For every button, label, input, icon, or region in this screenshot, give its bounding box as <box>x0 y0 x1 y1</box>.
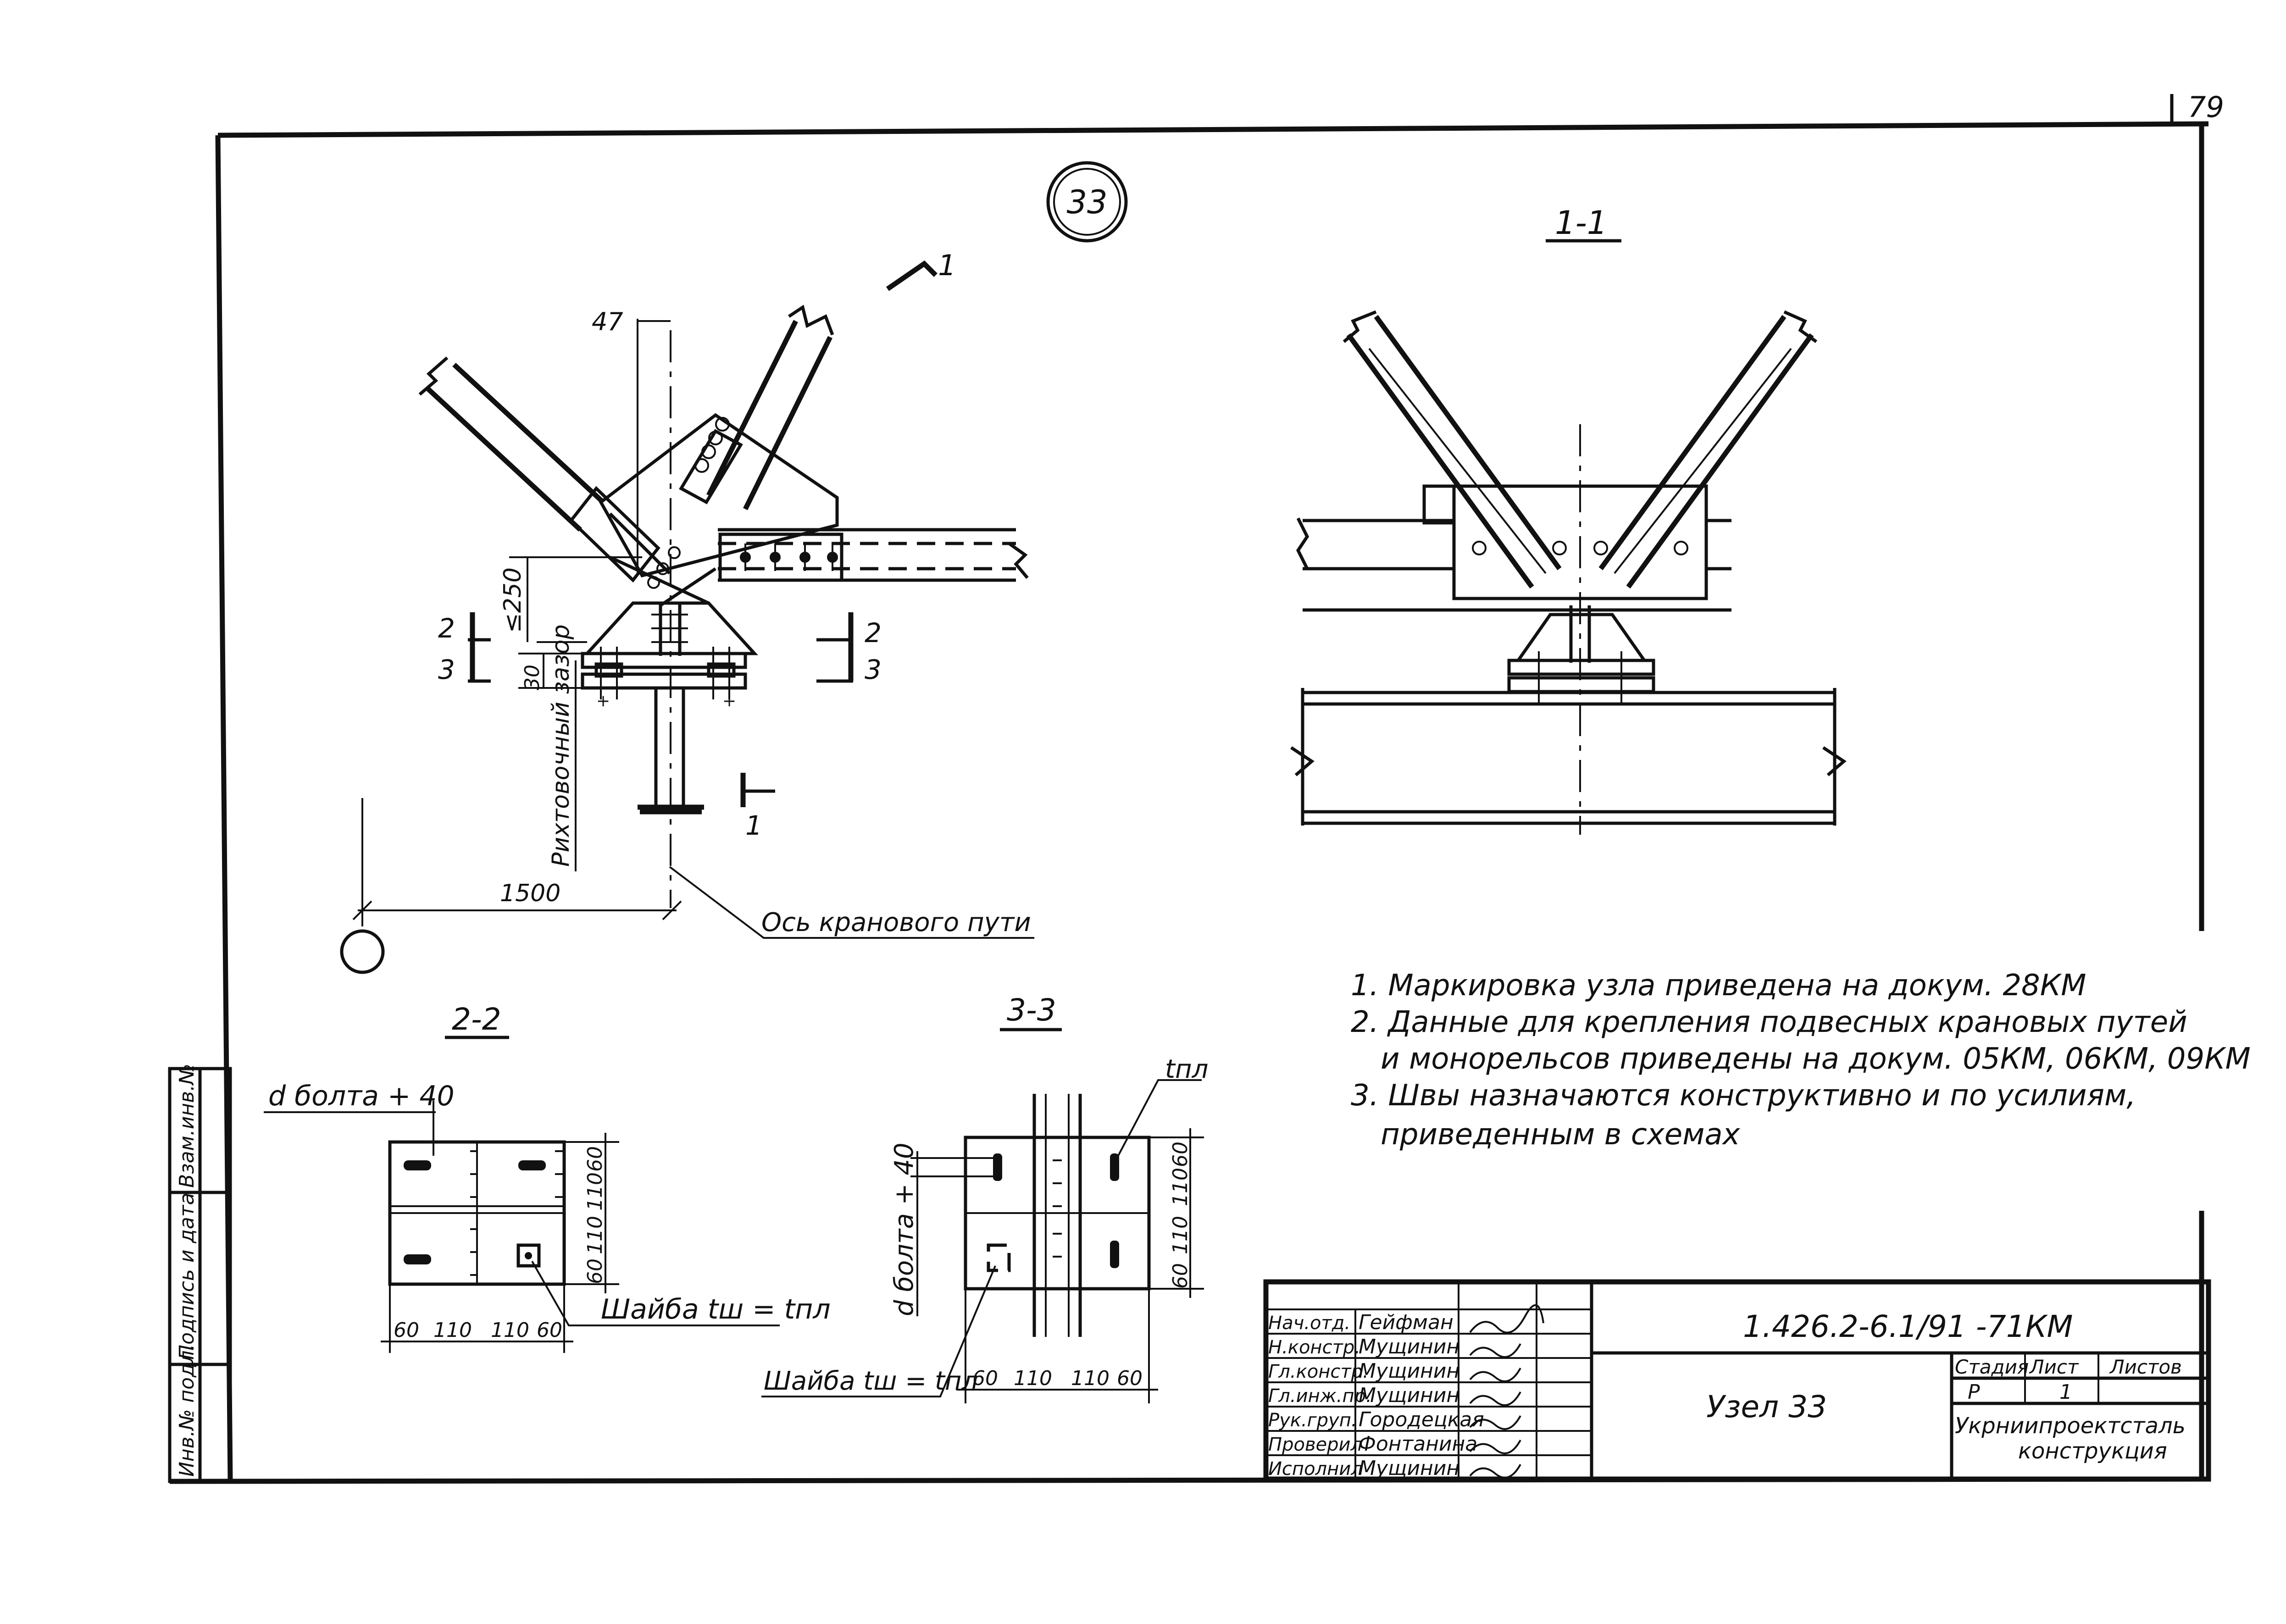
s22-dim-b0: 60 <box>394 1319 419 1342</box>
staff-name-2: Мущинин <box>1359 1359 1459 1383</box>
node-33-view: 33 1 <box>340 161 1128 974</box>
note-2a: 2. Данные для крепления подвесных кранов… <box>1351 1005 2187 1039</box>
section-2-2-title: 2-2 <box>452 1002 501 1037</box>
title-block: Нач.отд. Гейфман Н.констр. Мущинин Гл.ко… <box>1263 1279 2211 1482</box>
section-2-2-d-label: d болта + 40 <box>268 1080 455 1112</box>
staff-role-4: Рук.груп. <box>1268 1410 1357 1431</box>
section-1-1-title: 1-1 <box>1555 204 1607 242</box>
notes: 1. Маркировка узла приведена на докум. 2… <box>1351 969 2251 1152</box>
s33-dim-b2: 110 <box>1071 1367 1110 1390</box>
section-3-left: 3 <box>438 654 455 685</box>
section-marks-left: 2 3 <box>438 612 491 685</box>
dim-30: 30 <box>521 665 544 690</box>
org-line1: Укрниипроектсталь <box>1955 1413 2186 1439</box>
col-sheet: Лист <box>2029 1356 2079 1378</box>
staff-name-3: Мущинин <box>1359 1384 1459 1407</box>
section-marks-right: 2 3 <box>816 612 882 685</box>
dim-47: 47 <box>592 307 623 336</box>
s33-dim-r3: 60 <box>1169 1263 1192 1289</box>
left-stamp: Инв.№ подл. Подпись и дата Взам.инв.№ <box>168 1064 232 1483</box>
page-number-text: 79 <box>2188 90 2224 124</box>
staff-name-0: Гейфман <box>1359 1311 1454 1334</box>
svg-text:+: + <box>722 692 736 710</box>
s22-dim-r3: 60 <box>583 1258 607 1284</box>
col-stage: Стадия <box>1955 1356 2029 1378</box>
sheet-value: 1 <box>2059 1380 2072 1404</box>
s22-dim-b1: 110 <box>433 1319 472 1342</box>
s33-dim-r1: 110 <box>1169 1168 1192 1206</box>
s33-dim-b1: 110 <box>1014 1367 1052 1390</box>
s33-d-label: d болта + 40 <box>889 1142 919 1316</box>
crane-axis-label: Ось кранового пути <box>761 908 1031 937</box>
s22-dim-r0: 60 <box>583 1146 607 1172</box>
staff-name-6: Мущинин <box>1359 1457 1459 1480</box>
s33-dim-r2: 110 <box>1169 1216 1192 1254</box>
staff-role-6: Исполнил <box>1268 1458 1363 1480</box>
org-line2: конструкция <box>2018 1438 2167 1464</box>
s22-dim-b3: 60 <box>537 1319 562 1342</box>
section-1-1: 1-1 <box>1290 204 1847 835</box>
s33-dim-b3: 60 <box>1117 1367 1143 1390</box>
stamp-replace-no: Взам.инв.№ <box>175 1064 199 1188</box>
col-sheets: Листов <box>2109 1356 2182 1378</box>
staff-role-1: Н.констр. <box>1268 1337 1360 1358</box>
s22-dim-r1: 110 <box>583 1172 607 1211</box>
page-number: 79 <box>2170 90 2224 124</box>
doc-code: 1.426.2-6.1/91 -71КМ <box>1743 1309 2073 1344</box>
drawing-title: Узел 33 <box>1706 1389 1827 1424</box>
staff-role-3: Гл.инж.пр. <box>1268 1386 1372 1407</box>
staff-name-4: Городецкая <box>1359 1408 1484 1431</box>
section-3-3-title: 3-3 <box>1007 992 1056 1028</box>
dim-le250: ≤250 <box>499 567 527 633</box>
svg-text:+: + <box>596 692 610 710</box>
staff-role-0: Нач.отд. <box>1268 1313 1350 1334</box>
stamp-inv-no: Инв.№ подл. <box>175 1344 199 1477</box>
node-number: 33 <box>1066 183 1107 221</box>
staff-role-5: Проверил <box>1268 1434 1362 1455</box>
s33-washer: Шайба tш = tпл <box>764 1366 978 1396</box>
section-3-right: 3 <box>865 654 882 685</box>
stamp-sign-date: Подпись и дата <box>175 1193 199 1360</box>
staff-role-2: Гл.констр. <box>1268 1361 1369 1382</box>
note-3b: приведенным в схемах <box>1381 1118 1741 1152</box>
section-2-left: 2 <box>438 613 455 644</box>
note-3a: 3. Швы назначаются конструктивно и по ус… <box>1351 1079 2136 1113</box>
staff-name-5: Фонтанина <box>1359 1432 1477 1456</box>
staff-name-1: Мущинин <box>1359 1335 1459 1358</box>
section-2-2: 2-2 d болта + 40 60 110 110 60 <box>264 1002 831 1353</box>
signatures <box>1469 1304 1544 1479</box>
s33-dim-b0: 60 <box>972 1367 998 1390</box>
section-2-right: 2 <box>865 617 882 648</box>
s22-washer: Шайба tш = tпл <box>601 1293 831 1325</box>
rect-gap-label: Рихтовочный зазор <box>547 624 575 867</box>
note-1: 1. Маркировка узла приведена на докум. 2… <box>1351 969 2086 1003</box>
dim-1500: 1500 <box>500 880 560 907</box>
section-mark-top: 1 <box>938 249 956 282</box>
beam-bolts <box>740 543 838 571</box>
note-2b: и монорельсов приведены на докум. 05КМ, … <box>1381 1042 2251 1076</box>
s22-dim-b2: 110 <box>491 1319 529 1342</box>
s33-dim-r0: 60 <box>1169 1142 1192 1167</box>
section-3-3: 3-3 tпл d болта + 40 60 110 110 60 <box>761 992 1208 1403</box>
stage-value: Р <box>1968 1380 1980 1404</box>
s22-dim-r2: 110 <box>583 1216 607 1254</box>
section-mark-bottom: 1 <box>745 810 762 841</box>
